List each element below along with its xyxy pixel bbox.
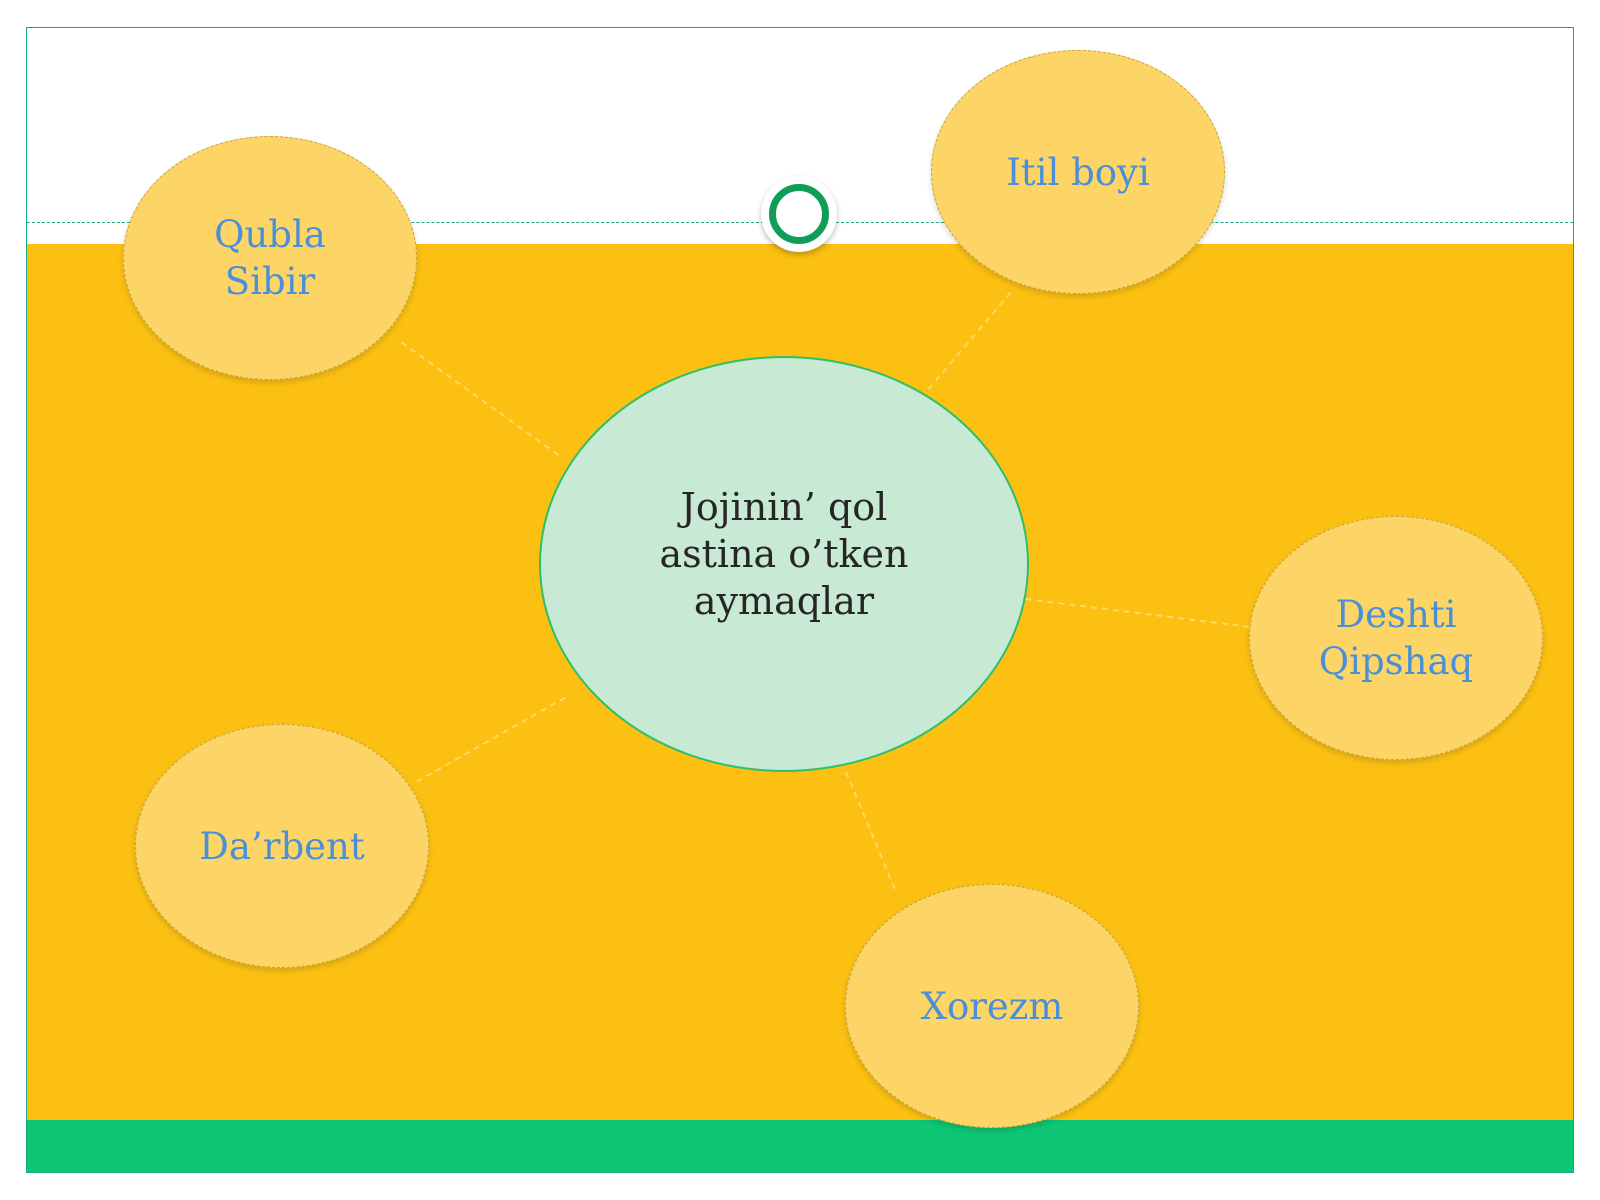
ring-marker bbox=[761, 176, 837, 252]
node-deshti-qipshaq: Deshti Qipshaq bbox=[1249, 516, 1543, 760]
node-xorezm: Xorezm bbox=[845, 884, 1139, 1128]
node-qubla-sibir: Qubla Sibir bbox=[123, 136, 417, 380]
center-node: Jojinin’ qol astina o’tken aymaqlar bbox=[539, 356, 1029, 772]
green-footer-band bbox=[27, 1120, 1573, 1172]
node-itil-boyi: Itil boyi bbox=[931, 50, 1225, 294]
slide: Jojinin’ qol astina o’tken aymaqlar Qubl… bbox=[26, 27, 1574, 1173]
node-darbent: Da’rbent bbox=[135, 724, 429, 968]
